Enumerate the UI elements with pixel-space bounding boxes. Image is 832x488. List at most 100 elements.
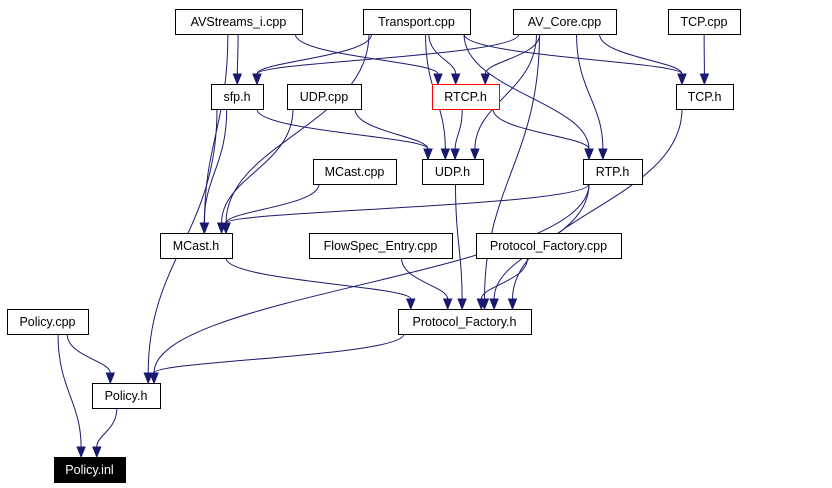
node-box (287, 84, 362, 110)
node-label: Transport.cpp (378, 15, 455, 29)
node-flowspec-entry-cpp[interactable]: FlowSpec_Entry.cpp (309, 233, 453, 259)
arrowhead-flowspec_entry_cpp-to-protocol_factory_h (442, 298, 453, 311)
arrowhead-rtcp_h-to-rtp_h (584, 148, 594, 161)
node-box (211, 84, 264, 110)
arrowhead-sfp_h-to-mcast_h (199, 222, 209, 235)
node-label: Policy.inl (65, 463, 113, 477)
node-box (513, 9, 617, 35)
node-policy-cpp[interactable]: Policy.cpp (7, 309, 89, 335)
edge-av_core_cpp-to-sfp_h (256, 33, 520, 75)
edge-policy_cpp-to-policy_inl (57, 333, 82, 448)
node-label: RTP.h (596, 165, 630, 179)
arrowhead-av_core_cpp-to-tcp_h (677, 73, 687, 86)
node-rtp-h[interactable]: RTP.h (583, 159, 643, 185)
node-label: MCast.h (173, 239, 220, 253)
node-box (309, 233, 453, 259)
node-av-core-cpp[interactable]: AV_Core.cpp (513, 9, 617, 35)
edge-rtp_h-to-policy_h (153, 183, 590, 374)
edge-rtcp_h-to-rtp_h (492, 108, 590, 150)
edge-flowspec_entry_cpp-to-protocol_factory_h (401, 257, 449, 300)
node-box (54, 457, 126, 483)
edge-transport_cpp-to-tcp_h (463, 33, 683, 75)
node-box (160, 233, 233, 259)
node-udp-cpp[interactable]: UDP.cpp (287, 84, 362, 110)
node-label: MCast.cpp (325, 165, 385, 179)
node-avstreams-i-cpp[interactable]: AVStreams_i.cpp (175, 9, 303, 35)
node-mcast-h[interactable]: MCast.h (160, 233, 233, 259)
node-udp-h[interactable]: UDP.h (422, 159, 484, 185)
node-label: Policy.h (105, 389, 148, 403)
arrowhead-sfp_h-to-policy_h (143, 372, 153, 385)
node-tcp-cpp[interactable]: TCP.cpp (668, 9, 741, 35)
arrowhead-rtp_h-to-protocol_factory_h (489, 298, 499, 311)
edge-av_core_cpp-to-rtp_h (576, 33, 604, 150)
arrowhead-policy_cpp-to-policy_h (105, 372, 116, 385)
edge-transport_cpp-to-rtcp_h (428, 33, 457, 75)
edge-transport_cpp-to-sfp_h (256, 33, 373, 75)
node-box (583, 159, 643, 185)
arrowhead-transport_cpp-to-udp_h (440, 148, 451, 161)
node-box (668, 9, 741, 35)
node-box (476, 233, 622, 259)
edge-protocol_factory_h-to-policy_h (153, 333, 405, 374)
edge-avstreams_i_cpp-to-rtcp_h (294, 33, 439, 75)
node-policy-h[interactable]: Policy.h (92, 383, 161, 409)
edge-av_core_cpp-to-udp_h (474, 33, 537, 150)
node-label: Policy.cpp (19, 315, 75, 329)
arrowhead-udp_h-to-protocol_factory_h (457, 298, 467, 311)
node-tcp-h[interactable]: TCP.h (676, 84, 734, 110)
arrowhead-policy_h-to-policy_inl (92, 446, 102, 459)
node-box (676, 84, 734, 110)
node-label: RTCP.h (444, 90, 487, 104)
node-mcast-cpp[interactable]: MCast.cpp (313, 159, 397, 185)
edge-protocol_factory_cpp-to-protocol_factory_h (480, 257, 528, 300)
arrowhead-policy_cpp-to-policy_inl (76, 446, 86, 459)
edge-av_core_cpp-to-protocol_factory_h (484, 33, 540, 300)
dependency-edges (57, 33, 710, 459)
arrowhead-rtcp_h-to-udp_h (450, 148, 460, 161)
arrowhead-avstreams_i_cpp-to-rtcp_h (433, 73, 443, 86)
node-protocol-factory-cpp[interactable]: Protocol_Factory.cpp (476, 233, 622, 259)
node-box (432, 84, 500, 110)
edge-transport_cpp-to-rtp_h (463, 33, 590, 150)
node-box (422, 159, 484, 185)
edge-udp_cpp-to-mcast_h (221, 108, 294, 224)
arrowhead-avstreams_i_cpp-to-sfp_h (232, 73, 243, 86)
node-label: TCP.h (688, 90, 722, 104)
edge-udp_h-to-protocol_factory_h (455, 183, 463, 300)
arrowhead-tcp_cpp-to-tcp_h (699, 73, 710, 86)
node-label: sfp.h (223, 90, 250, 104)
edge-policy_h-to-policy_inl (96, 407, 118, 448)
node-box (313, 159, 397, 185)
edge-sfp_h-to-mcast_h (203, 108, 228, 224)
node-label: AV_Core.cpp (528, 15, 601, 29)
arrowhead-mcast_h-to-protocol_factory_h (406, 298, 416, 311)
node-rtcp-h[interactable]: RTCP.h (432, 84, 500, 110)
node-box (7, 309, 89, 335)
node-protocol-factory-h[interactable]: Protocol_Factory.h (398, 309, 532, 335)
edge-av_core_cpp-to-tcp_h (599, 33, 683, 75)
node-policy-inl[interactable]: Policy.inl (54, 457, 126, 483)
node-box (363, 9, 471, 35)
edge-rtcp_h-to-udp_h (454, 108, 463, 150)
node-label: FlowSpec_Entry.cpp (324, 239, 438, 253)
node-box (92, 383, 161, 409)
node-label: AVStreams_i.cpp (191, 15, 287, 29)
edge-rtp_h-to-mcast_h (225, 183, 590, 224)
node-transport-cpp[interactable]: Transport.cpp (363, 9, 471, 35)
arrowhead-udp_cpp-to-udp_h (423, 148, 433, 161)
edge-udp_cpp-to-udp_h (354, 108, 429, 150)
edge-policy_cpp-to-policy_h (66, 333, 111, 374)
arrowhead-transport_cpp-to-rtcp_h (450, 73, 461, 86)
arrowhead-av_core_cpp-to-sfp_h (252, 73, 262, 86)
node-label: Protocol_Factory.h (413, 315, 517, 329)
node-label: TCP.cpp (680, 15, 727, 29)
edge-transport_cpp-to-mcast_h (225, 33, 370, 224)
edge-av_core_cpp-to-rtcp_h (484, 33, 541, 75)
arrowhead-av_core_cpp-to-rtp_h (598, 148, 608, 161)
node-box (398, 309, 532, 335)
edge-sfp_h-to-udp_h (256, 108, 429, 150)
node-sfp-h[interactable]: sfp.h (211, 84, 264, 110)
